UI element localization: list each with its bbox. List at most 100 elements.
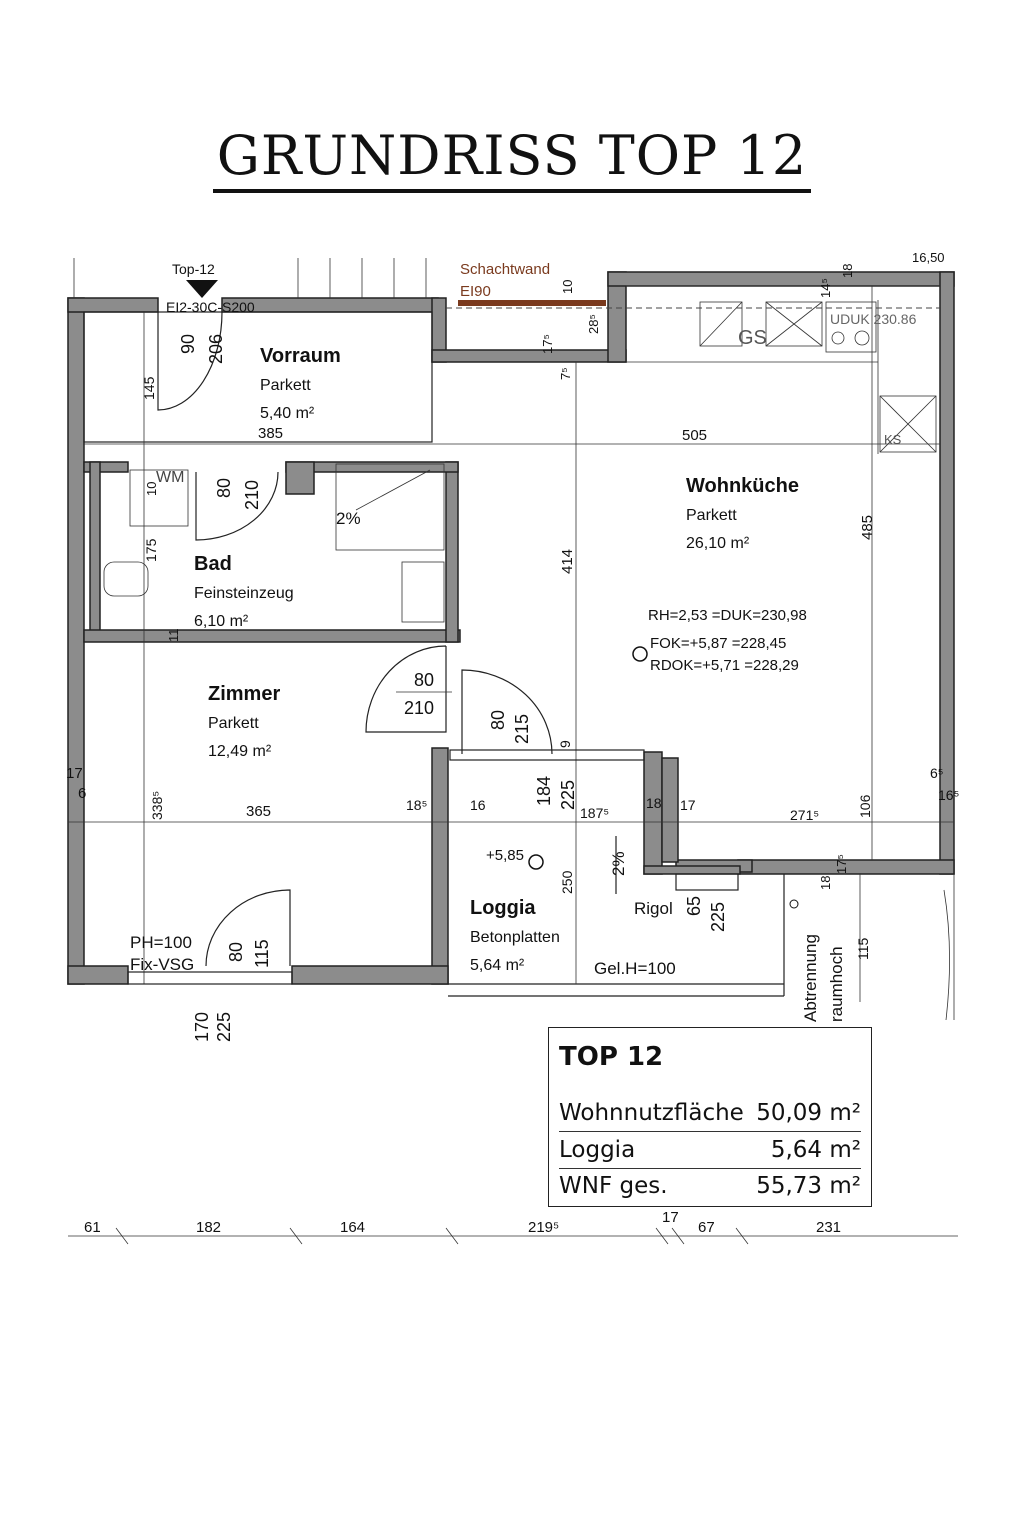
gelander-label: Gel.H=100 xyxy=(594,959,676,978)
ks-label: KS xyxy=(884,432,902,447)
dim-145: 145 xyxy=(141,376,157,400)
room-zimmer-name: Zimmer xyxy=(208,683,280,705)
bottom-dim-6: 67 xyxy=(698,1219,715,1236)
bottom-dim-3: 164 xyxy=(340,1219,365,1236)
wall-bad-top xyxy=(83,461,129,473)
dishwasher-icon xyxy=(765,301,823,347)
bottom-tick-1 xyxy=(115,1227,129,1245)
dim-10b: 10 xyxy=(560,280,575,294)
bottom-dim-4: 219⁵ xyxy=(528,1219,559,1236)
title-wrap: GRUNDRISS TOP 12 xyxy=(0,127,1024,193)
level-fok: FOK=+5,87 =228,45 xyxy=(650,635,786,652)
window-zimmer xyxy=(127,971,293,985)
dim-185: 18⁵ xyxy=(406,797,427,813)
level-rh: RH=2,53 =DUK=230,98 xyxy=(648,607,807,624)
summary-row-wnf-total: WNF ges. 55,73 m² xyxy=(559,1168,861,1204)
bottom-tick-3 xyxy=(445,1227,459,1245)
abtrennung-label: Abtrennung xyxy=(801,934,820,1022)
door-bad-width: 80 xyxy=(214,478,234,498)
dim-75: 7⁵ xyxy=(558,367,573,380)
win-zim-width: 80 xyxy=(226,942,246,962)
wall-shaft-bottom xyxy=(431,349,627,363)
dim-18c: 18 xyxy=(840,264,855,278)
ph-label: PH=100 xyxy=(130,933,192,952)
dim-175c: 17⁵ xyxy=(540,334,555,354)
room-zimmer-floor: Parkett xyxy=(208,715,259,732)
doors xyxy=(127,280,739,985)
bottom-dim-5: 17 xyxy=(662,1209,679,1226)
walls xyxy=(67,271,955,985)
wall-bad-right xyxy=(445,461,459,643)
top-label: Top-12 xyxy=(172,261,215,277)
dim-1875: 187⁵ xyxy=(580,805,609,821)
door-entrance-swing xyxy=(157,311,223,411)
win-log-height: 225 xyxy=(558,780,578,810)
room-loggia-name: Loggia xyxy=(470,897,536,919)
dim-175b: 17⁵ xyxy=(834,854,849,874)
summary-row-value: 55,73 m² xyxy=(756,1173,861,1199)
slope-loggia: 2% xyxy=(609,851,628,876)
rigol-marker-icon xyxy=(789,899,799,909)
dim-175: 175 xyxy=(143,538,159,562)
summary-title: TOP 12 xyxy=(559,1042,664,1072)
wm-label: WM xyxy=(156,469,184,486)
summary-row-loggia: Loggia 5,64 m² xyxy=(559,1132,861,1169)
room-vorraum-area: 5,40 m² xyxy=(260,405,315,422)
wall-zimmer-bottom-left xyxy=(67,965,129,985)
wall-pillar-b xyxy=(661,757,679,863)
dim-115: 115 xyxy=(855,937,871,960)
room-bad-area: 6,10 m² xyxy=(194,613,249,630)
labels: Top-12 EI2-30C-S200 Schachtwand EI90 Vor… xyxy=(66,250,959,1042)
dim-505: 505 xyxy=(682,427,707,444)
loggia-level-marker-icon xyxy=(528,854,544,870)
summary-row-label: Wohnnutzfläche xyxy=(559,1100,744,1126)
level-rdok: RDOK=+5,71 =228,29 xyxy=(650,657,799,674)
room-loggia-area: 5,64 m² xyxy=(470,957,525,974)
stove-burner-2 xyxy=(854,330,870,346)
summary-row-value: 50,09 m² xyxy=(756,1100,861,1126)
wall-top-kitchen xyxy=(607,271,955,287)
dim-2715: 271⁵ xyxy=(790,807,819,823)
exterior-marks xyxy=(73,258,955,1021)
raumhoch-label: raumhoch xyxy=(827,946,846,1022)
dim-18a: 18 xyxy=(646,795,662,811)
dim-385: 385 xyxy=(258,425,283,442)
door-bad-swing xyxy=(195,471,279,541)
stove-icon xyxy=(825,301,877,353)
room-vorraum-name: Vorraum xyxy=(260,345,341,367)
wall-bad-niche xyxy=(285,461,315,495)
door-vor-height: 206 xyxy=(206,334,226,364)
summary-row-wohnnutzflaeche: Wohnnutzfläche 50,09 m² xyxy=(559,1095,861,1132)
dim-11: 11 xyxy=(166,629,181,643)
bottom-dim-2: 182 xyxy=(196,1219,221,1236)
window-loggia xyxy=(449,749,645,761)
gs-label: GS xyxy=(738,327,767,349)
dim-65: 6⁵ xyxy=(930,765,944,781)
dim-6: 6 xyxy=(78,785,86,802)
wall-pillar xyxy=(643,751,663,875)
room-loggia-floor: Betonplatten xyxy=(470,929,560,946)
shaft-wall-marker xyxy=(458,300,606,306)
page-title: GRUNDRISS TOP 12 xyxy=(212,127,812,193)
summary-row-label: WNF ges. xyxy=(559,1173,668,1199)
uduk-label: UDUK 230.86 xyxy=(830,311,917,327)
bottom-dimension-chain: 61 182 164 219⁵ 17 67 231 xyxy=(68,1209,958,1245)
wall-zimmer-bottom-right xyxy=(291,965,449,985)
door-log-height: 215 xyxy=(512,714,532,744)
level-marker-icon xyxy=(632,646,648,662)
wall-top-vorraum xyxy=(67,297,159,313)
wall-right xyxy=(939,271,955,875)
dim-17b: 17 xyxy=(66,765,83,782)
dim-145b: 14⁵ xyxy=(818,278,833,298)
door-loggia-swing xyxy=(461,669,553,755)
fixtures xyxy=(103,301,937,909)
door-vor-width: 90 xyxy=(178,334,198,354)
door-zim-width: 80 xyxy=(414,670,434,690)
area-summary-box: TOP 12 Wohnnutzfläche 50,09 m² Loggia 5,… xyxy=(548,1027,872,1207)
dim-3385: 338⁵ xyxy=(149,791,165,820)
level-loggia: +5,85 xyxy=(486,847,524,864)
summary-row-label: Loggia xyxy=(559,1137,636,1163)
win-log-width: 184 xyxy=(534,776,554,806)
slope-bad: 2% xyxy=(336,509,361,528)
wall-left xyxy=(67,297,85,985)
